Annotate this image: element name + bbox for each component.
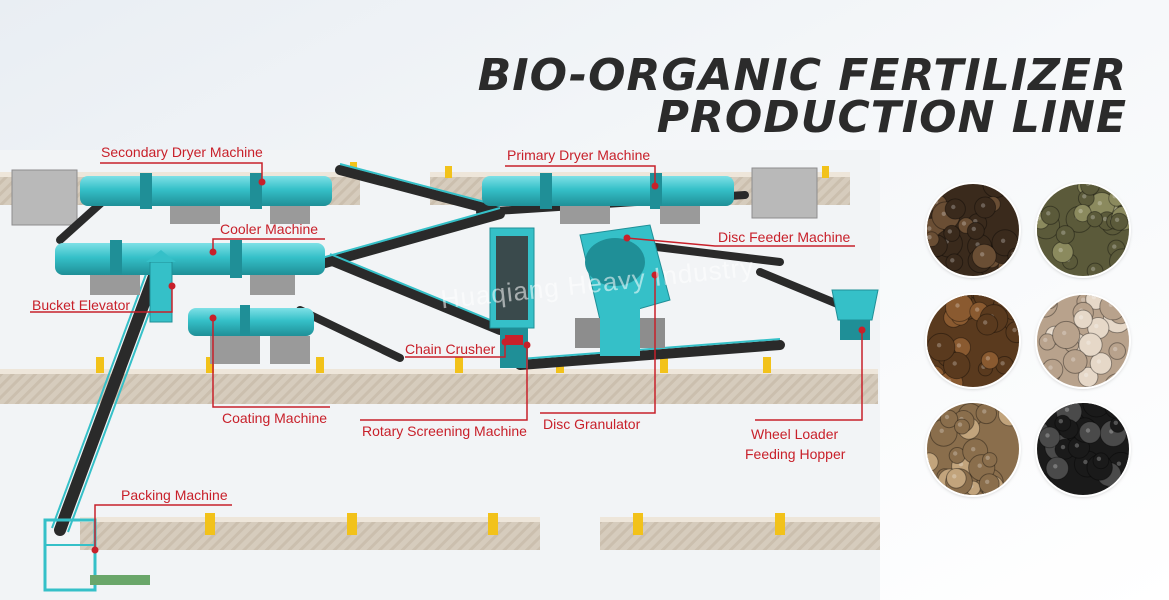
label-feeding-hopper: Feeding Hopper xyxy=(745,446,846,462)
packing-machine-frame xyxy=(43,518,150,592)
label-secondary-dryer: Secondary Dryer Machine xyxy=(101,144,263,160)
conveyors xyxy=(54,165,844,536)
left-building xyxy=(11,169,78,226)
label-disc-feeder: Disc Feeder Machine xyxy=(718,229,851,245)
label-chain-crusher: Chain Crusher xyxy=(405,341,496,357)
sample-olive-green-pellets xyxy=(1037,184,1129,276)
label-wheel-loader: Wheel Loader xyxy=(751,426,839,442)
label-packing: Packing Machine xyxy=(121,487,228,503)
page-title-line2: PRODUCTION LINE xyxy=(656,92,1127,143)
coating-drum xyxy=(188,305,314,364)
cooler-drum xyxy=(55,240,325,295)
sample-beige-balls xyxy=(1037,295,1129,387)
rotary-screening-unit xyxy=(489,227,535,368)
label-bucket-elevator: Bucket Elevator xyxy=(32,297,131,313)
wheel-loader-hopper xyxy=(831,289,879,340)
label-rotary-screening: Rotary Screening Machine xyxy=(362,423,527,439)
label-disc-granulator: Disc Granulator xyxy=(543,416,641,432)
bucket-elevator-tower xyxy=(146,250,176,323)
primary-dryer-drum xyxy=(482,173,734,224)
label-primary-dryer: Primary Dryer Machine xyxy=(507,147,651,163)
front-wall xyxy=(80,517,880,550)
page-title-line1: BIO-ORGANIC FERTILIZER xyxy=(477,50,1127,101)
leader-lines xyxy=(30,162,863,550)
sample-dark-brown-pellets xyxy=(927,184,1019,276)
sample-black-balls xyxy=(1037,403,1129,495)
label-coating: Coating Machine xyxy=(222,410,328,426)
sample-tan-balls xyxy=(927,403,1019,495)
sample-brown-granules xyxy=(927,295,1019,387)
disc-granulator-unit xyxy=(575,224,671,356)
secondary-dryer-drum xyxy=(80,173,332,224)
label-cooler: Cooler Machine xyxy=(220,221,319,237)
middle-wall xyxy=(0,369,878,404)
right-building xyxy=(751,167,818,219)
leader-dots xyxy=(91,178,866,554)
